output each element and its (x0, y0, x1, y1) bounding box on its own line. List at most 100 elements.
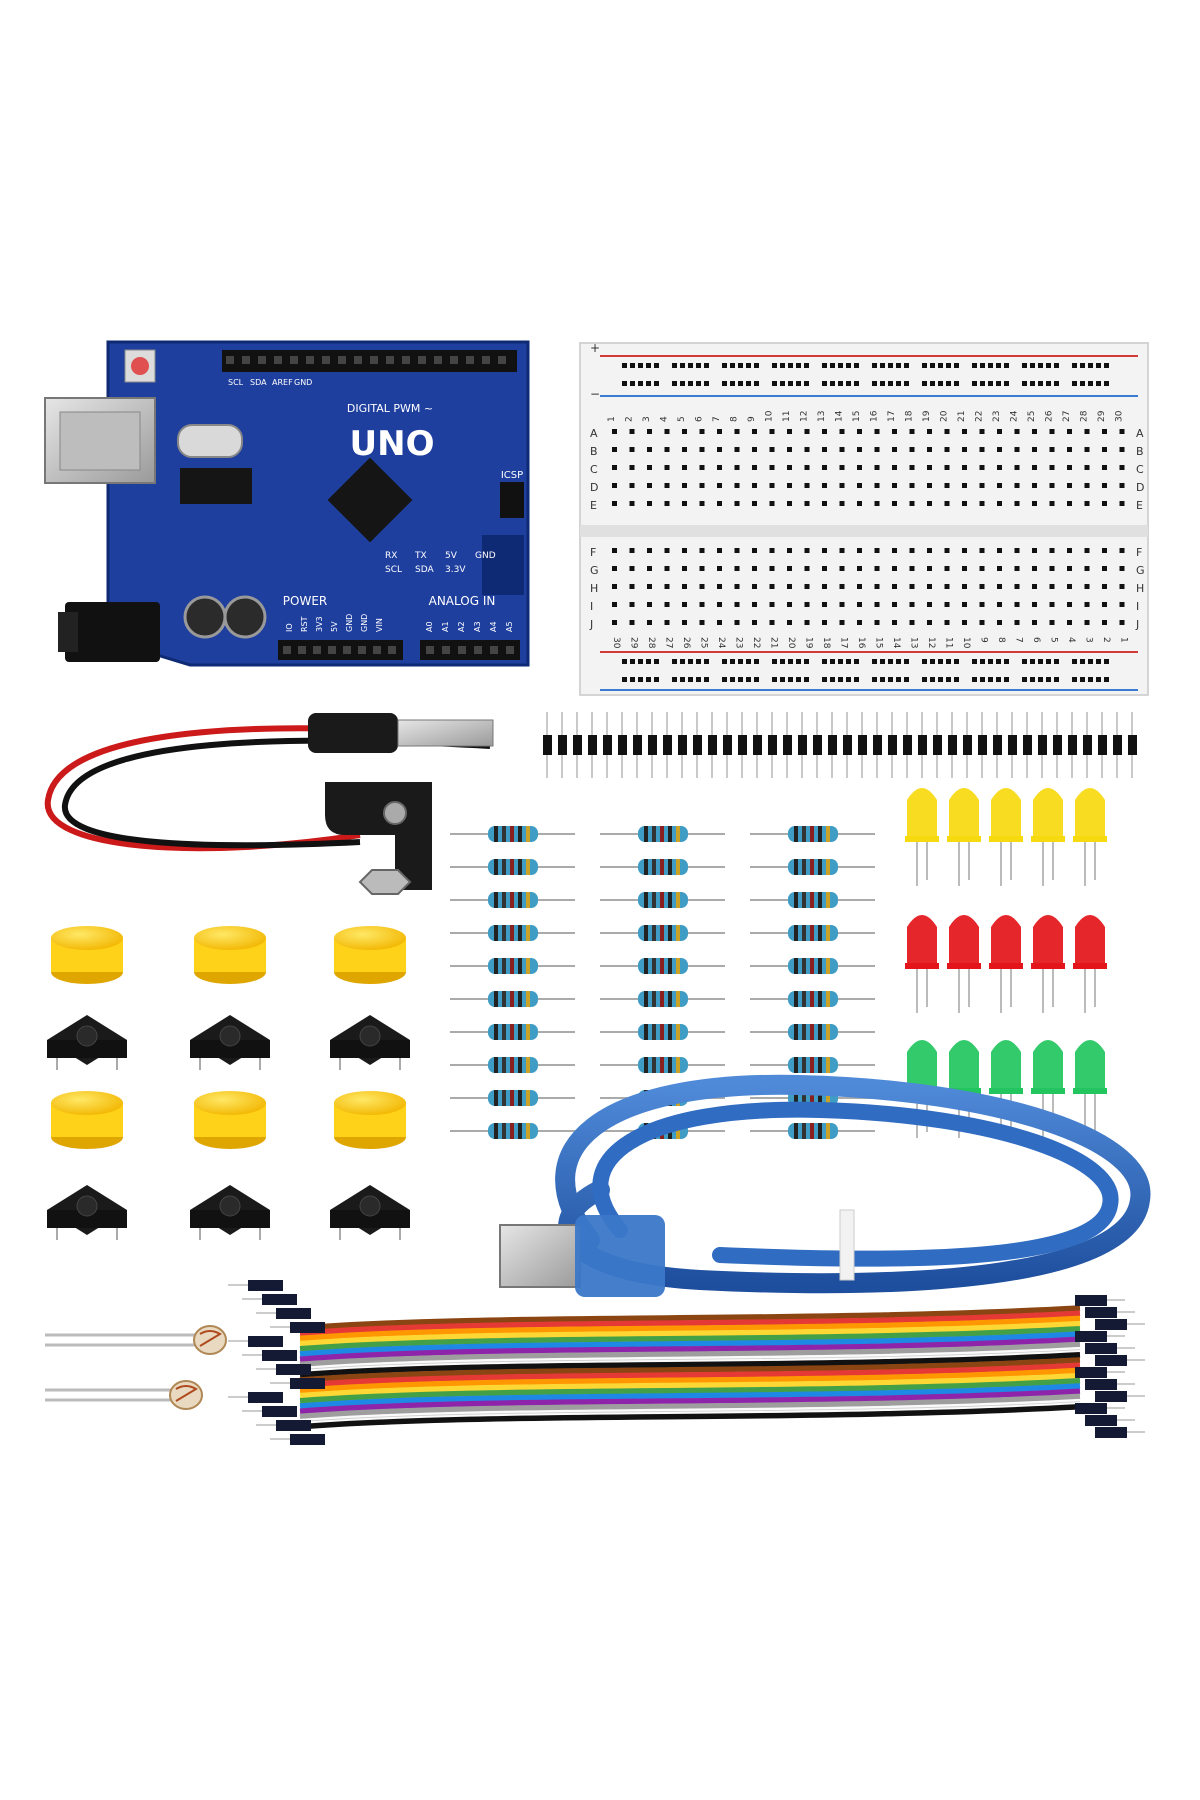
jumper-wire (299, 1393, 1081, 1420)
column-number: 27 (1062, 411, 1072, 422)
jumper-wire (299, 1357, 1081, 1383)
jumper-pin (256, 1420, 311, 1431)
barrel-plug (308, 713, 398, 753)
button-cap (51, 1091, 123, 1149)
header-pin (558, 735, 567, 755)
push-button-set (47, 926, 410, 1240)
icsp-header (500, 482, 524, 518)
column-number: 3 (1084, 637, 1094, 643)
column-number: 21 (957, 411, 967, 422)
analog-pin-label: A0 (425, 621, 434, 632)
resistor (600, 958, 725, 974)
digital-header (222, 350, 517, 372)
header-pin (978, 735, 987, 755)
column-number: 30 (1115, 410, 1125, 422)
column-number: 20 (940, 410, 950, 422)
analog-pin-label: A5 (505, 621, 514, 632)
rail-plus-label: + (590, 341, 600, 355)
column-number: 1 (1119, 637, 1129, 643)
board-pin-label: 3.3V (445, 565, 466, 575)
row-letter: H (1136, 582, 1144, 595)
column-number: 26 (681, 637, 691, 649)
jumper-wire (299, 1404, 1081, 1430)
led (1031, 788, 1065, 886)
header-pin (618, 735, 627, 755)
jumper-pin (242, 1406, 297, 1417)
led (989, 915, 1023, 1013)
resistor (450, 991, 575, 1007)
row-letter: F (1136, 546, 1142, 559)
column-number: 8 (730, 416, 740, 422)
jumper-wire (299, 1326, 1081, 1352)
row-letter: A (1136, 427, 1144, 440)
column-number: 28 (646, 637, 656, 649)
column-number: 11 (782, 411, 792, 422)
column-number: 18 (821, 637, 831, 649)
power-header (278, 640, 403, 660)
column-number: 16 (856, 637, 866, 649)
header-pin (963, 735, 972, 755)
column-number: 8 (996, 637, 1006, 643)
jumper-wire (299, 1388, 1081, 1414)
header-pin (858, 735, 867, 755)
column-number: 11 (944, 637, 954, 648)
top-pin-label: AREF (272, 378, 293, 387)
row-letter: G (1136, 564, 1145, 577)
row-letter: B (590, 445, 598, 458)
jumper-pin (1075, 1367, 1125, 1378)
column-number: 9 (979, 637, 989, 643)
breadboard: 1122334455667788991010111112121313141415… (579, 341, 1149, 696)
top-pin-label: GND (294, 378, 312, 387)
jumper-wire-bundle (228, 1280, 1145, 1445)
resistor (450, 958, 575, 974)
column-number: 25 (699, 637, 709, 648)
header-pin (723, 735, 732, 755)
column-number: 17 (839, 637, 849, 648)
tactile-switch (330, 1185, 410, 1240)
jumper-pin (242, 1350, 297, 1361)
row-letter: D (590, 481, 598, 494)
jumper-pin (1095, 1391, 1145, 1402)
row-letter: J (589, 618, 593, 631)
header-pin (1023, 735, 1032, 755)
battery-clip (44, 713, 494, 895)
row-letter: D (1136, 481, 1144, 494)
column-number: 3 (642, 416, 652, 422)
row-letter: F (590, 546, 596, 559)
header-pin (813, 735, 822, 755)
board-pin-label: SDA (415, 565, 434, 575)
jumper-pin (256, 1308, 311, 1319)
header-pin (993, 735, 1002, 755)
header-pin (1038, 735, 1047, 755)
jumper-pin (1075, 1403, 1125, 1414)
jumper-wire (299, 1346, 1081, 1373)
resistor (600, 826, 725, 842)
jumper-pin (1085, 1343, 1135, 1354)
rail-minus-label: − (590, 387, 600, 401)
led (947, 788, 981, 886)
header-pin (888, 735, 897, 755)
column-number: 14 (891, 637, 901, 649)
board-pin-label: RX (385, 551, 397, 561)
column-number: 27 (664, 637, 674, 648)
led (1073, 1040, 1107, 1138)
row-letter: A (590, 427, 598, 440)
jumper-wire (299, 1336, 1081, 1362)
resistor (450, 1024, 575, 1040)
resistor (750, 958, 875, 974)
board-pin-label: SCL (385, 565, 402, 575)
header-pin (918, 735, 927, 755)
column-number: 13 (817, 411, 827, 422)
photoresistor (45, 1380, 203, 1410)
column-number: 21 (769, 637, 779, 648)
header-pin (738, 735, 747, 755)
power-pin-label: VIN (375, 618, 384, 632)
resistor (750, 991, 875, 1007)
resistor (450, 925, 575, 941)
board-pin-label: GND (475, 551, 496, 561)
photoresistor (45, 1325, 227, 1355)
column-number: 2 (625, 416, 635, 422)
jumper-pin (1095, 1319, 1145, 1330)
jumper-pin (228, 1336, 283, 1347)
column-number: 19 (804, 637, 814, 649)
